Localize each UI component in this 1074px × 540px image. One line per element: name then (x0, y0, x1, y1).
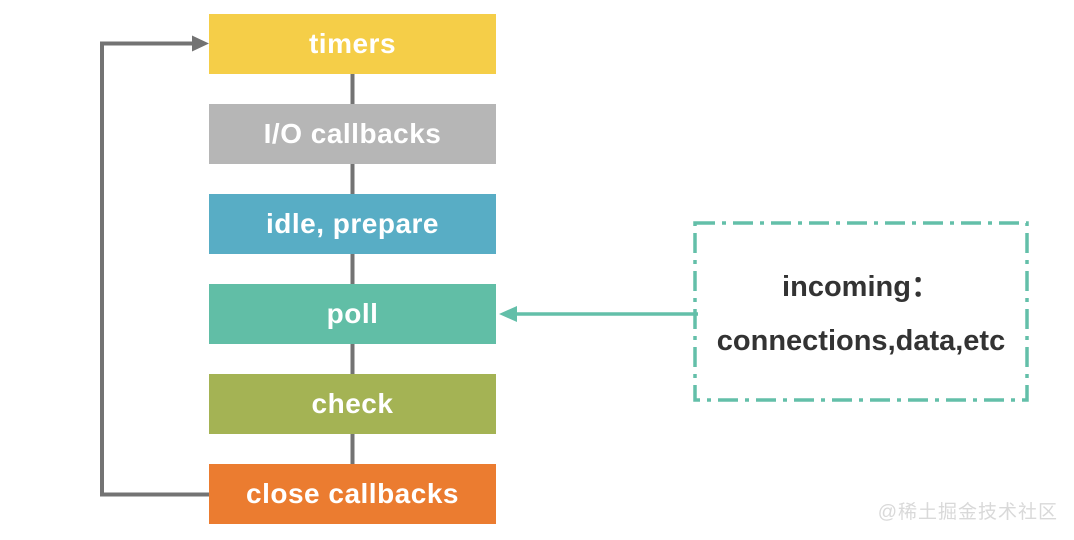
incoming-arrowhead (499, 306, 517, 322)
phase-label: close callbacks (246, 478, 459, 509)
incoming-title: incoming： (782, 270, 940, 303)
loop-arrow-line (100, 41, 209, 497)
phase-label: poll (326, 298, 379, 329)
incoming-detail: connections,data,etc (716, 324, 1006, 357)
phase-timers: timers (209, 14, 496, 74)
phase-io-callbacks: I/O callbacks (209, 104, 496, 164)
phase-check: check (209, 374, 496, 434)
loop-arrowhead (192, 35, 209, 52)
phase-label: timers (308, 28, 397, 59)
incoming-box: incoming： connections,data,etc (695, 223, 1027, 400)
watermark: @稀土掘金技术社区 (877, 502, 1058, 523)
phase-close-callbacks: close callbacks (209, 464, 496, 524)
phase-idle-prepare: idle, prepare (209, 194, 496, 254)
phase-poll: poll (209, 284, 496, 344)
phase-label: I/O callbacks (263, 118, 442, 149)
phase-label: idle, prepare (265, 208, 439, 239)
phase-label: check (311, 388, 394, 419)
